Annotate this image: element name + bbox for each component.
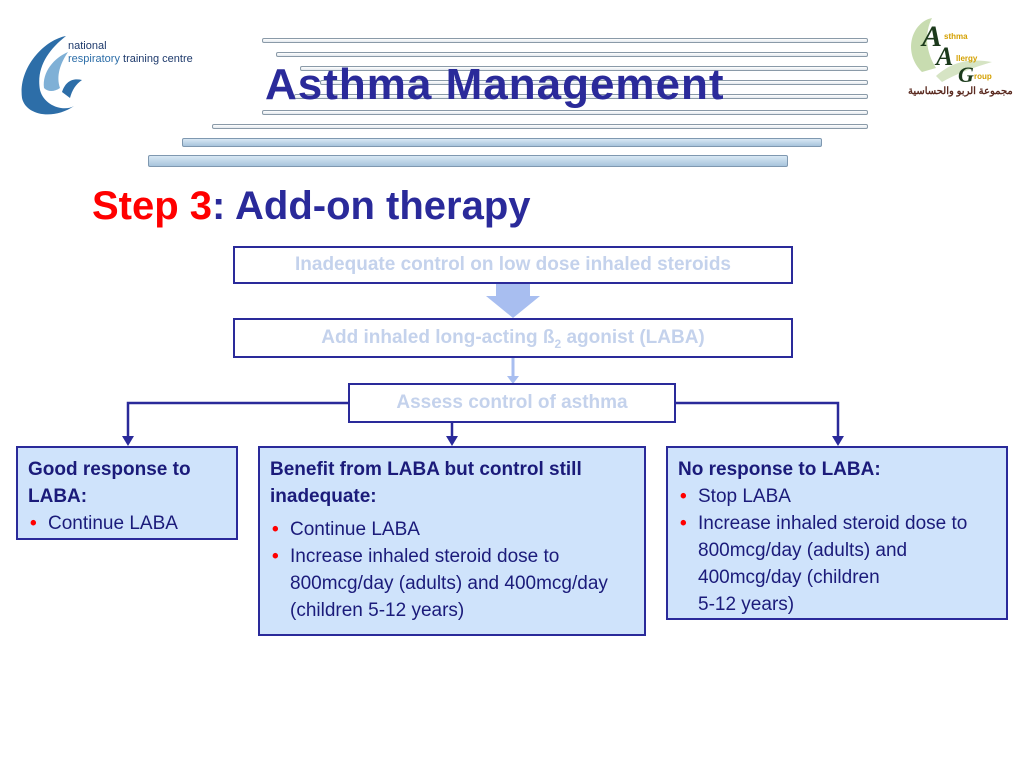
step-number: Step 3	[92, 184, 213, 228]
list-item: • Continue LABA	[28, 510, 226, 537]
outcome-no-response: No response to LABA: • Stop LABA • Increas…	[666, 446, 1008, 620]
aag-letter-a1: A	[922, 20, 943, 53]
box2-text-a: Add inhaled long-acting ß	[321, 327, 555, 348]
flow-box-assess-control: Assess control of asthma	[348, 383, 676, 423]
outcome-list: • Continue LABA	[28, 510, 226, 537]
nrtc-line2a: respiratory	[68, 53, 120, 65]
list-item: • Continue LABA	[270, 516, 634, 543]
bullet-icon: •	[30, 513, 37, 534]
outcome-heading: Benefit from LABA but control still inad…	[270, 459, 582, 507]
aag-letter-g: G	[958, 62, 974, 87]
aag-word-1: sthma	[944, 32, 968, 41]
outcome-benefit-inadequate: Benefit from LABA but control still inad…	[258, 446, 646, 636]
aag-leaf-icon	[911, 18, 992, 82]
connector-right	[674, 401, 840, 438]
list-item-text: Continue LABA	[48, 513, 178, 534]
outcome-list: • Continue LABA • Increase inhaled steroid…	[270, 516, 634, 624]
bullet-icon: •	[680, 486, 687, 507]
bullet-icon: •	[272, 519, 279, 540]
arrow-left-icon	[122, 436, 134, 446]
connector-left	[126, 401, 350, 438]
page-title: Asthma Management	[265, 60, 725, 109]
arrow-right-icon	[832, 436, 844, 446]
aag-arabic-text: مجموعة الربو والحساسية	[908, 86, 1013, 97]
outcome-list: • Stop LABA • Increase inhaled steroid dos…	[678, 483, 996, 618]
list-item: • Increase inhaled steroid dose to 800mcg…	[270, 543, 634, 624]
list-item-text: Continue LABA	[290, 519, 420, 540]
list-item-text: Increase inhaled steroid dose to 800mcg/…	[698, 513, 968, 588]
step-description: : Add-on therapy	[212, 184, 531, 228]
list-item-text: Increase inhaled steroid dose to 800mcg/…	[290, 546, 608, 621]
list-item-text: Stop LABA	[698, 486, 791, 507]
box2-subscript: 2	[554, 336, 562, 351]
aag-word-3: roup	[974, 72, 992, 81]
outcome-good-response: Good response to LABA: • Continue LABA	[16, 446, 238, 540]
flow-box-add-laba: Add inhaled long-acting ß2 agonist (LABA…	[233, 318, 793, 358]
small-arrow-icon	[507, 376, 519, 384]
bullet-icon: •	[680, 513, 687, 534]
nrtc-line2b: training centre	[119, 53, 193, 65]
down-arrow-icon	[486, 284, 540, 318]
outcome-heading: No response to LABA:	[678, 459, 881, 480]
list-item: • Increase inhaled steroid dose to 800mcg…	[678, 510, 996, 618]
nrtc-logo-icon	[21, 36, 82, 115]
list-item-text-continued: 5-12 years)	[698, 594, 795, 615]
aag-letter-a2: A	[936, 42, 954, 71]
arrow-middle-icon	[446, 436, 458, 446]
nrtc-logo-text: national respiratory training centre	[68, 40, 193, 66]
nrtc-line1: national	[68, 40, 107, 52]
aag-word-2: llergy	[956, 54, 978, 63]
flow-box-inadequate-control: Inadequate control on low dose inhaled s…	[233, 246, 793, 284]
bullet-icon: •	[272, 546, 279, 567]
list-item: • Stop LABA	[678, 483, 996, 510]
box2-text-b: agonist (LABA)	[561, 327, 705, 348]
aag-logo: A sthma A llergy G roup	[902, 12, 1014, 112]
outcome-heading: Good response to LABA:	[28, 459, 191, 507]
step-heading: Step 3: Add-on therapy	[92, 184, 531, 229]
